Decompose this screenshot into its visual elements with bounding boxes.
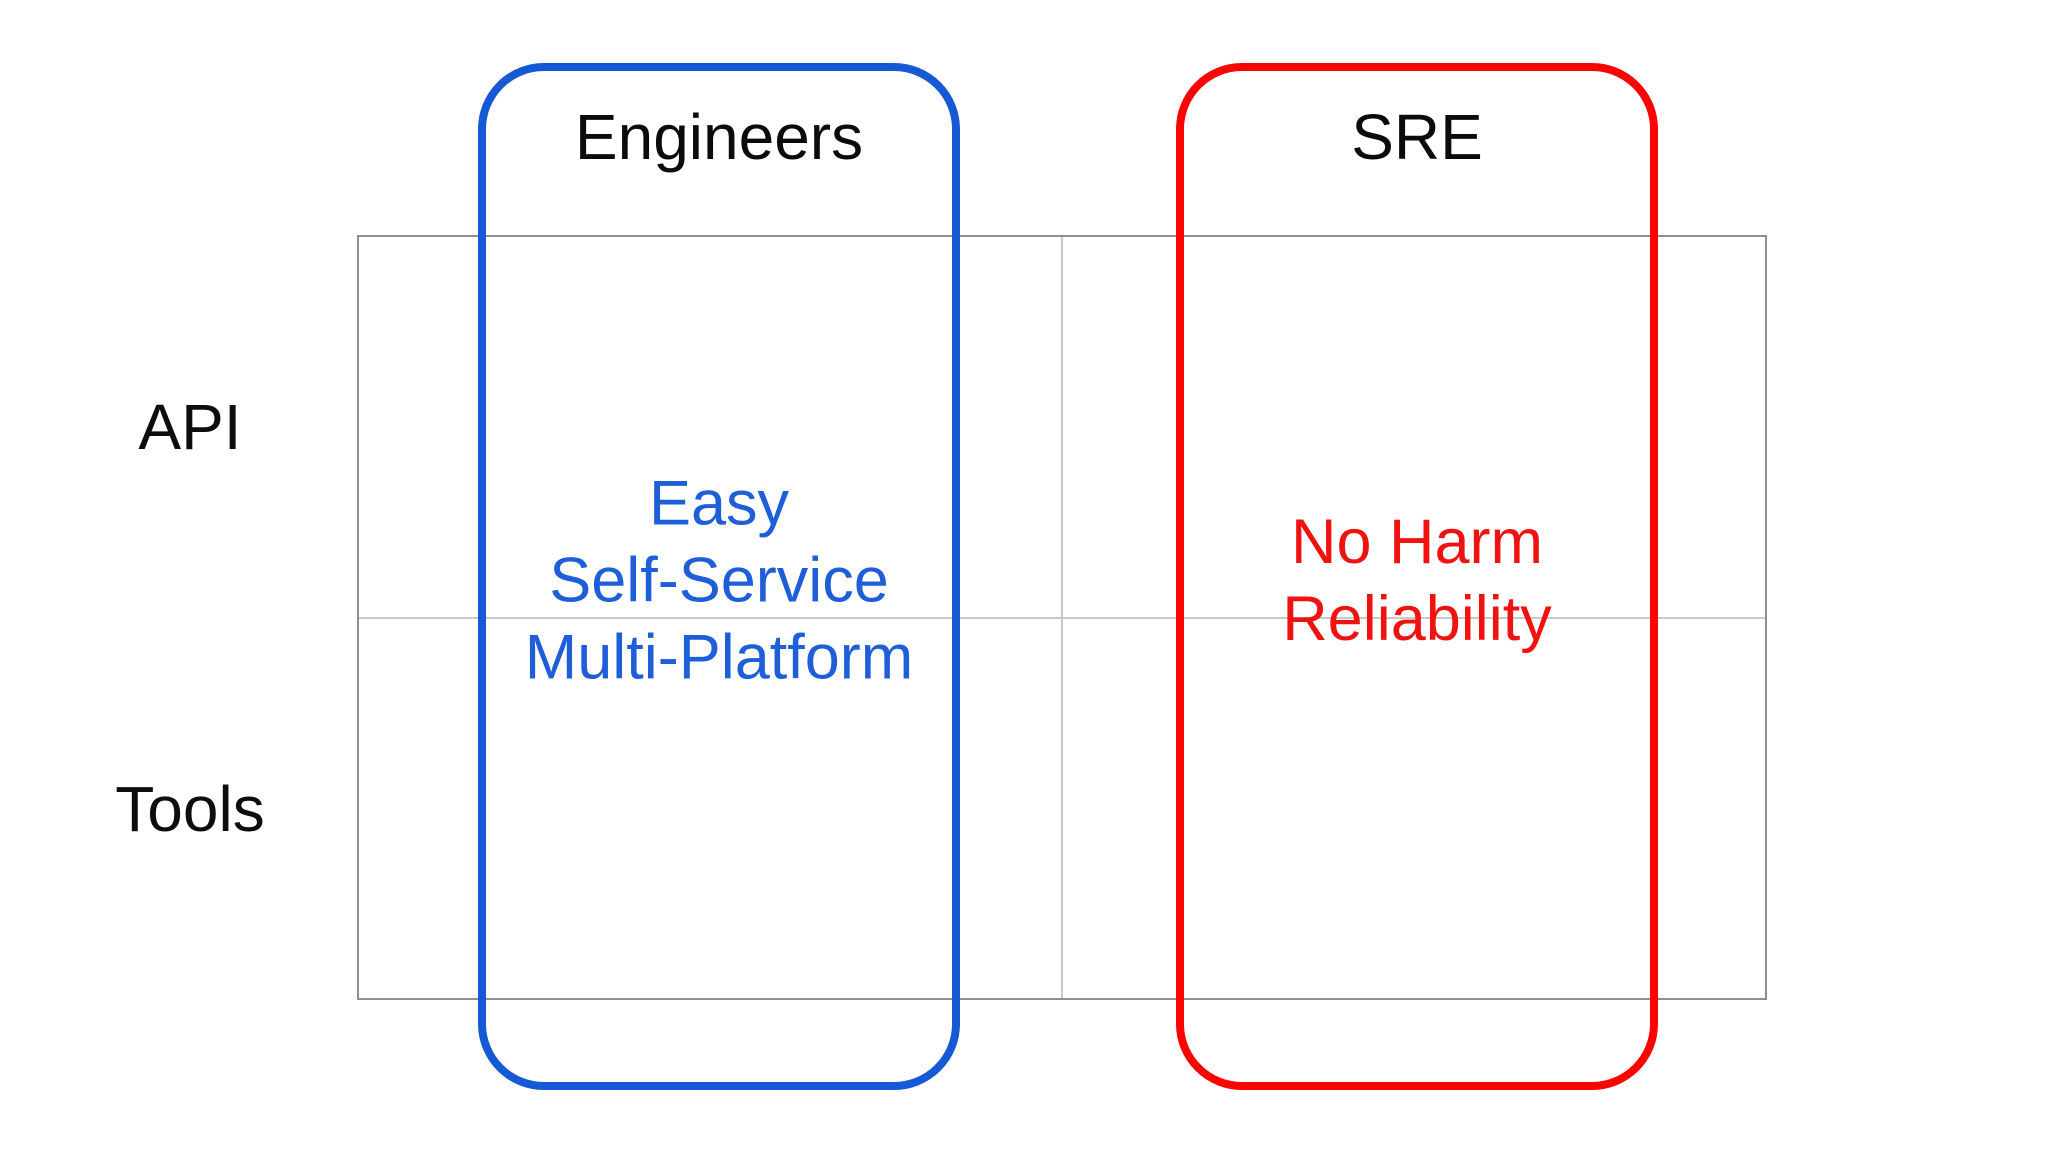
engineers-group-outline: Engineers Easy Self-Service Multi-Platfo… [478,63,960,1090]
engineers-text-line: Multi-Platform [524,622,914,692]
sre-text-line: Reliability [1282,583,1552,654]
sre-group-text: No Harm Reliability [1154,504,1680,658]
engineers-group-title: Engineers [574,101,864,173]
sre-group-title: SRE [1351,101,1483,173]
engineers-text-line: Easy [648,468,790,538]
engineers-text-line: Self-Service [549,545,889,615]
sre-group-outline: SRE No Harm Reliability [1176,63,1658,1090]
row-label-api: API [138,390,242,463]
sre-text-line: No Harm [1290,506,1544,577]
engineers-group-text: Easy Self-Service Multi-Platform [456,465,982,696]
grid-row-divider [359,616,1765,619]
row-label-tools: Tools [115,772,265,845]
matrix-grid [357,235,1767,1000]
